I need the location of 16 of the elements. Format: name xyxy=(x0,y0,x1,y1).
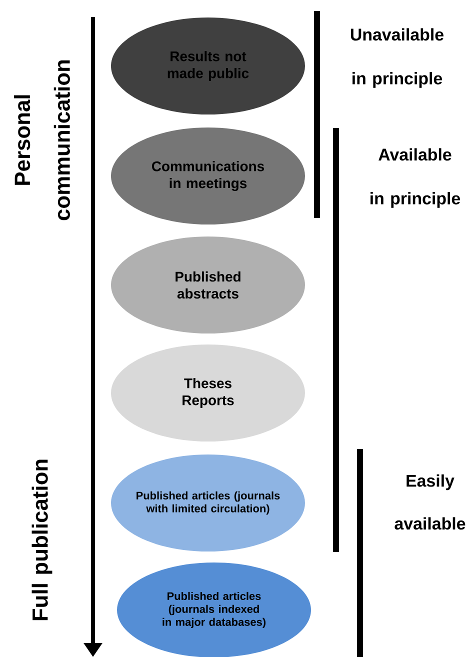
axis-label: Full publication xyxy=(32,460,52,620)
node-text: Published abstracts xyxy=(176,271,240,299)
ellipse-node xyxy=(111,454,305,552)
node-text: Communications in meetings xyxy=(152,161,264,191)
bracket-label: Easily available xyxy=(394,474,466,530)
ellipse-node xyxy=(111,18,305,114)
axis-label: Personal communication xyxy=(14,60,70,220)
ellipse-node xyxy=(111,128,305,224)
bracket-label: Unavailable in principle xyxy=(350,28,444,88)
bracket-label: Available in principle xyxy=(370,148,460,208)
node-text: Published articles (journals with limited circulation) xyxy=(136,491,280,515)
node-text: Theses Reports xyxy=(182,378,234,408)
ellipse-node xyxy=(111,344,305,442)
node-text: Results not made public xyxy=(168,51,249,81)
node-text: Published articles (journals indexed in major databases) xyxy=(162,592,266,628)
ellipse-node xyxy=(111,236,305,334)
